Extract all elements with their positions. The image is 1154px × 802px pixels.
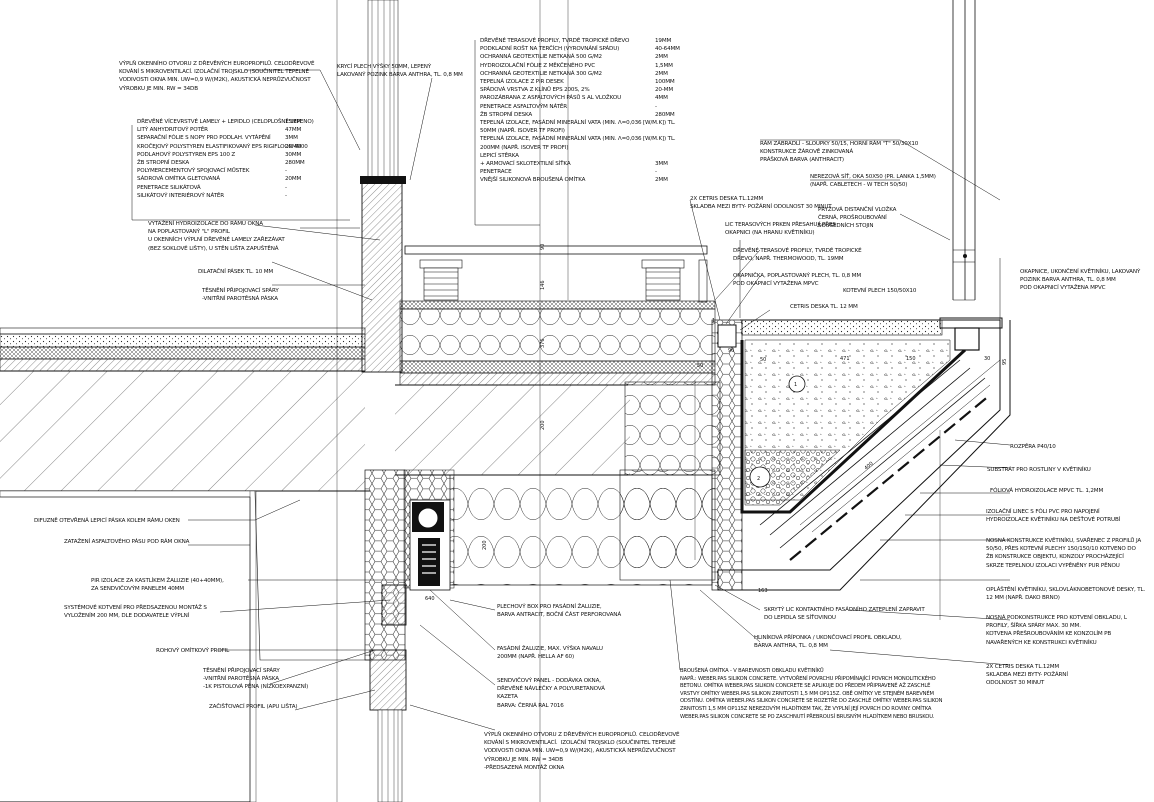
- deck-boards: [404, 245, 708, 255]
- note-cladding: OPLÁŠTĚNÍ KVĚTINÍKU, SKLOVLÁKNOBETONOVÉ …: [986, 587, 1146, 602]
- svg-text:376: 376: [540, 338, 546, 348]
- note-floor-layers: DŘEVĚNÉ VÍCEVRSTVÉ LAMELY + LEPIDLO (CEL…: [137, 119, 314, 199]
- lintel-insulation: [364, 469, 406, 661]
- window-frame-top: [361, 181, 403, 373]
- note-deck-layers: DŘEVĚNÉ TERASOVÉ PROFILY, TVRDÉ TROPICKÉ…: [480, 38, 676, 184]
- note-support-structure: NOSNÁ KONSTRUKCE KVĚTINÍKU, SVAŘENEC Z P…: [986, 538, 1142, 569]
- note-deck-overhang: LIC TERASOVÝCH PRKEN PŘESAHUJÍ PŘES OKAP…: [725, 222, 836, 237]
- note-sheet-box: PLECHOVÝ BOX PRO FASÁDNÍ ŽALUZIE, BARVA …: [497, 604, 622, 619]
- svg-text:90: 90: [540, 244, 546, 250]
- marker-circle-2: [749, 466, 771, 488]
- note-drip-edge: OKAPNIČKA, POPLASTOVANÝ PLECH, TL. 0,8 m…: [733, 273, 861, 288]
- svg-text:150: 150: [906, 356, 916, 362]
- svg-text:200: 200: [482, 540, 488, 550]
- window-frame-lower: [369, 649, 407, 711]
- note-anchor-plate: KOTEVNÍ PLECH 150/50x10: [843, 288, 917, 294]
- note-sub-structure: NOSNÁ PODKONSTRUKCE PRO KOTVENÍ OBKLADU,…: [986, 615, 1127, 646]
- svg-text:50: 50: [697, 363, 703, 369]
- svg-text:95: 95: [1002, 359, 1008, 365]
- note-edge-profile: HLINÍKOVÁ PŘÍPONKA / UKONČOVACÍ PROFIL O…: [754, 635, 902, 650]
- note-diffuse-tape: DIFUZNĚ OTEVŘENÁ LEPICÍ PÁSKA KOLEM RÁMU…: [34, 518, 180, 524]
- railing-bolt: [963, 254, 967, 258]
- svg-text:640: 640: [425, 596, 435, 602]
- note-anchor-system: SYSTÉMOVÉ KOTVENÍ PRO PŘEDSAZENOU MONTÁŽ…: [64, 605, 207, 620]
- note-cetris-12: CETRIS DESKA TL. 12 mm: [790, 304, 858, 310]
- note-mesh: NEREZOVÁ SÍŤ, OKA 50x50 (PR. LANKA 1,5mm…: [810, 174, 936, 189]
- note-start-profile: ZAČIŠŤOVACÍ PROFIL (APU LIŠTA): [209, 704, 298, 710]
- pedestals: [419, 259, 708, 303]
- planter-foil: [740, 340, 967, 514]
- interior-screed: [0, 333, 366, 348]
- dimension-labels: 90 146 376 200 50 200 90 1 50 471 150 30…: [425, 244, 1008, 602]
- note-pir-box: PIR IZOLACE ZA KASTLÍKEM ŽALUZIE (40+40m…: [91, 578, 224, 593]
- planter-drain: [744, 449, 841, 506]
- note-spacer-p: ROZPĚRA P40/10: [1010, 444, 1056, 450]
- note-cetris-bottom: 2x CETRIS DESKA TL.12mm SKLADBA MEZI BYT…: [986, 664, 1068, 687]
- cover-sheet: [360, 176, 406, 184]
- note-sandwich: SENDVIČOVÝ PANEL - DODÁVKA OKNA, DŘEVĚNÉ…: [497, 678, 605, 709]
- note-seal-joint-2: TĚSNĚNÍ PŘIPOJOVACÍ SPÁRY -VNITŘNÍ PAROT…: [203, 668, 309, 691]
- grid-lines: [336, 0, 941, 802]
- planter-top-layer: [741, 319, 943, 336]
- window-glass-bottom: [377, 709, 403, 802]
- interior-eps: [0, 346, 366, 360]
- note-floor-thickness: 15mm 47mm 3mm 25mm 30mm 280mm - 20mm - -: [285, 119, 305, 199]
- render-column: [711, 319, 743, 591]
- svg-text:163: 163: [758, 588, 768, 594]
- note-corner-profile: ROHOVÝ OMÍTKOVÝ PROFIL: [156, 648, 230, 654]
- drip-box: [954, 327, 980, 351]
- interior-slab: [0, 371, 365, 491]
- terrace-insulation: [399, 308, 716, 362]
- marker-circle-1: [788, 375, 806, 393]
- exterior-slab: [395, 385, 630, 475]
- note-dilatation: DILATAČNÍ PÁSEK TL. 10 mm: [198, 269, 274, 275]
- note-insulation-lines: IZOLAČNÍ LINEC S FÓLI PVC PRO NAPOJENÍ H…: [986, 509, 1121, 524]
- svg-text:1: 1: [712, 318, 715, 324]
- leader-lines: [131, 40, 1011, 731]
- svg-text:200: 200: [540, 420, 546, 430]
- note-window-bottom: VÝPLŇ OKENNÍHO OTVORU Z DŘEVĚNÝCH EUROPR…: [484, 732, 680, 771]
- note-drip-right: OKAPNICE, UKONČENÍ KVĚTINÍKU, LAKOVANÝ P…: [1020, 269, 1141, 292]
- window-glass-top: [367, 0, 399, 183]
- svg-text:400: 400: [863, 461, 874, 472]
- note-cover-sheet: KRYCÍ PLECH VÝŠKY 50mm, LEPENÝ LAKOVANÝ …: [337, 64, 463, 79]
- planter-slope-cladding: [759, 359, 986, 549]
- planter-inner-lines: [799, 359, 1001, 533]
- terrace-slope: [399, 360, 716, 374]
- marker-1: 1: [794, 382, 797, 388]
- note-render-bottom: BROUŠENÁ OMÍTKA - V BAREVNOSTI OBKLADU K…: [680, 668, 943, 720]
- note-blinds: FASÁDNÍ ŽALUZIE, MAX. VÝŠKA NAVALU 200mm…: [497, 646, 603, 661]
- marker-2: 2: [757, 476, 760, 482]
- note-railing-frame: RÁM ZÁBRADLÍ - SLOUPKY 50/15, HORNÍ RÁM …: [760, 141, 919, 164]
- note-foil: FÓLIOVÁ HYDROIZOLACE mPVC TL. 1,2mm: [990, 488, 1104, 494]
- note-spacer: PRYŽOVÁ DISTANČNÍ VLOŽKA ČERNÁ, PROŠROUB…: [818, 207, 897, 230]
- blinds-stack: [418, 538, 440, 586]
- insulation-box-mid: [619, 469, 716, 581]
- svg-text:90: 90: [728, 348, 734, 354]
- note-seal-joint: TĚSNĚNÍ PŘIPOJOVACÍ SPÁRY -VNITŘNÍ PAROT…: [202, 288, 279, 303]
- svg-text:50: 50: [760, 357, 766, 363]
- terrace-membrane: [399, 300, 716, 310]
- note-hydro-frame: VYTAŽENÍ HYDROIZOLACE DO RÁMU OKNA NA PO…: [148, 221, 285, 252]
- insulation-box: [624, 381, 721, 476]
- planter-cladding: [717, 319, 1011, 591]
- note-render-contact: SKRYTÝ LIC KONTAKTNÍHO FASÁDNÍHO ZATEPLE…: [764, 607, 925, 622]
- window-glass-lines: [371, 0, 395, 182]
- svg-text:471: 471: [840, 356, 850, 362]
- note-wood-terrace: DŘEVĚNÉ TERASOVÉ PROFILY, TVRDÉ TROPICKÉ…: [733, 248, 862, 263]
- note-cetris-top: 2x CETRIS DESKA TL.12mm SKLADBA MEZI BYT…: [690, 196, 832, 211]
- interior-floor-finish: [0, 327, 366, 335]
- interior-eps2: [0, 358, 366, 372]
- pipe-box: [717, 324, 737, 348]
- note-deck-thickness: 19mm 40-64mm 2mm 1,5mm 2mm 100mm 20-mm 4…: [655, 38, 680, 184]
- svg-text:146: 146: [540, 280, 546, 290]
- window-frame-bottom: [381, 584, 407, 626]
- note-asphalt-belt: ZATAŽENÍ ASFALTOVÉHO PÁSU POD RÁM OKNA: [64, 539, 190, 545]
- note-window-top: VÝPLŇ OKENNÍHO OTVORU Z DŘEVĚNÝCH EUROPR…: [119, 61, 315, 92]
- svg-text:30: 30: [984, 356, 990, 362]
- note-substrate: SUBSTRÁT PRO ROSTLINY V KVĚTINÍKU: [987, 467, 1091, 473]
